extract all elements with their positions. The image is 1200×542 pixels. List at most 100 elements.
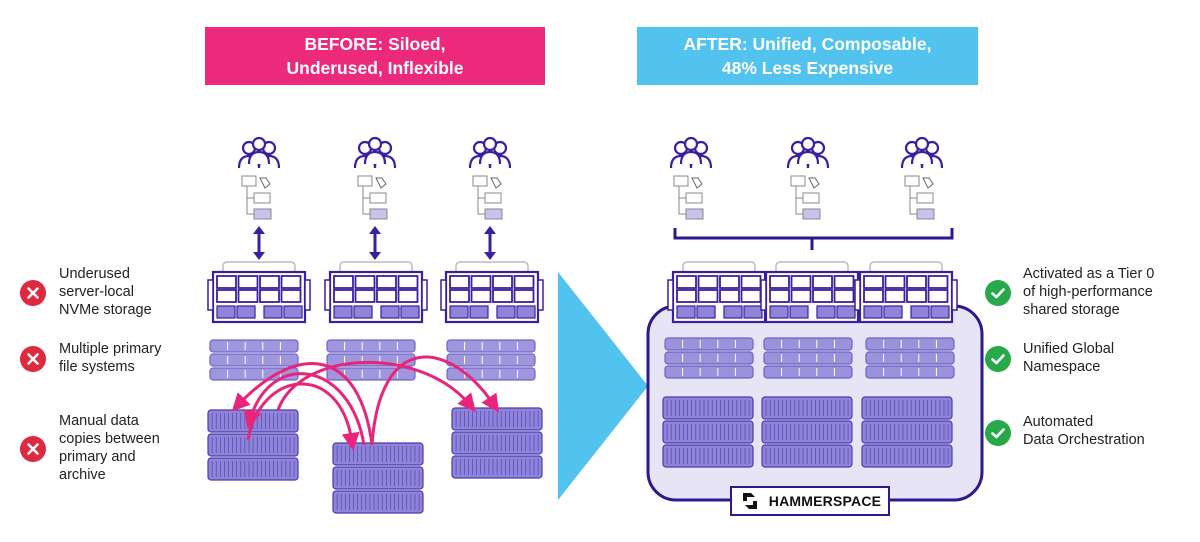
drive-bay [237, 275, 259, 289]
drive-bay [492, 289, 513, 303]
drive-bay [449, 275, 470, 289]
after-banner: AFTER: Unified, Composable, 48% Less Exp… [637, 27, 978, 85]
drive-bay [884, 275, 906, 289]
drive-bay [740, 275, 762, 289]
nvme-server [440, 261, 544, 324]
check-circle-icon [985, 280, 1011, 306]
arrow-head-icon [484, 252, 496, 260]
nvme-slot [516, 305, 536, 319]
benefit-line: Unified Global [1023, 341, 1115, 357]
issue-3: Manual data copies between primary and a… [59, 412, 160, 484]
arrow-head-icon [369, 226, 381, 234]
user-body-icon [679, 150, 703, 165]
nvme-slot [353, 305, 373, 319]
issue-line: archive [59, 467, 106, 483]
folder-icon [916, 192, 934, 204]
data-copy-arrow [243, 372, 366, 446]
drive-bay [280, 289, 302, 303]
drive-bay [676, 289, 697, 303]
user-body-icon [796, 150, 820, 165]
user-body-icon [363, 150, 387, 165]
server-1u-stack [664, 337, 754, 379]
nvme-slot [816, 305, 836, 319]
server-1u [763, 337, 853, 351]
drive-bay [354, 289, 376, 303]
before-title-line1: BEFORE: Siloed, [304, 34, 446, 54]
archive-jbod-stack [332, 442, 424, 514]
drive-bay [237, 289, 259, 303]
user-head-icon [800, 136, 816, 152]
drive-bay [927, 275, 949, 289]
drive-bay [697, 275, 719, 289]
benefit-3: Automated Data Orchestration [1023, 413, 1145, 449]
issue-2: Multiple primary file systems [59, 340, 161, 376]
data-copy-arrow [276, 360, 476, 412]
drive-bay [927, 289, 949, 303]
x-circle-icon [20, 436, 46, 462]
file-icon [685, 208, 704, 220]
drive-bay [906, 275, 927, 289]
benefit-line: Automated [1023, 414, 1094, 430]
user-head-icon [251, 136, 267, 152]
user-head-icon [482, 136, 498, 152]
issue-line: Underused [59, 266, 130, 282]
nvme-server [854, 261, 958, 324]
after-title-line2: 48% Less Expensive [721, 58, 894, 78]
drive-bay [790, 289, 812, 303]
issue-line: primary and [59, 449, 136, 465]
tree-connector [909, 186, 917, 215]
folder-icon [472, 175, 488, 187]
server-1u [209, 339, 299, 353]
user-head-icon [914, 136, 930, 152]
arrow-head-icon [484, 226, 496, 234]
nvme-server [324, 261, 428, 324]
server-1u [446, 353, 536, 367]
benefit-line: of high-performance [1023, 284, 1153, 300]
tag-icon [375, 177, 387, 189]
tree-connector [678, 186, 686, 215]
nvme-server [760, 261, 864, 324]
x-circle-icon [20, 280, 46, 306]
tag-icon [490, 177, 502, 189]
server-handle [951, 279, 958, 311]
arrow-head-icon [253, 226, 265, 234]
drive-bay [906, 289, 927, 303]
server-handle [324, 279, 331, 311]
nvme-slot [836, 305, 856, 319]
server-1u [446, 339, 536, 353]
nvme-slot [496, 305, 516, 319]
folder-icon [802, 192, 820, 204]
tag-icon [922, 177, 934, 189]
drive-bay [492, 275, 513, 289]
nvme-slot [333, 305, 353, 319]
drive-bay [259, 289, 280, 303]
data-copy-arrow [231, 362, 374, 446]
nvme-slot [883, 305, 903, 319]
archive-jbod-stack [451, 407, 543, 479]
drive-bay [769, 289, 790, 303]
user-head-icon [367, 136, 383, 152]
drive-bay [259, 275, 280, 289]
drive-bay [790, 275, 812, 289]
drive-bay [470, 289, 492, 303]
tag-icon [691, 177, 703, 189]
server-handle [667, 279, 674, 311]
server-handle [421, 279, 428, 311]
drive-bay [833, 289, 855, 303]
nvme-slot [400, 305, 420, 319]
nvme-slot [283, 305, 303, 319]
data-copy-arrow [370, 355, 500, 446]
folder-icon [904, 175, 920, 187]
drive-bay [863, 275, 884, 289]
folder-icon [685, 192, 703, 204]
drive-bay [280, 275, 302, 289]
nvme-slot [263, 305, 283, 319]
drive-bay [740, 289, 762, 303]
benefit-1: Activated as a Tier 0 of high-performanc… [1023, 265, 1154, 319]
folder-icon [484, 192, 502, 204]
issue-line: copies between [59, 431, 160, 447]
benefit-line: Namespace [1023, 359, 1101, 375]
user-group [786, 136, 830, 220]
tree-connector [795, 186, 803, 215]
